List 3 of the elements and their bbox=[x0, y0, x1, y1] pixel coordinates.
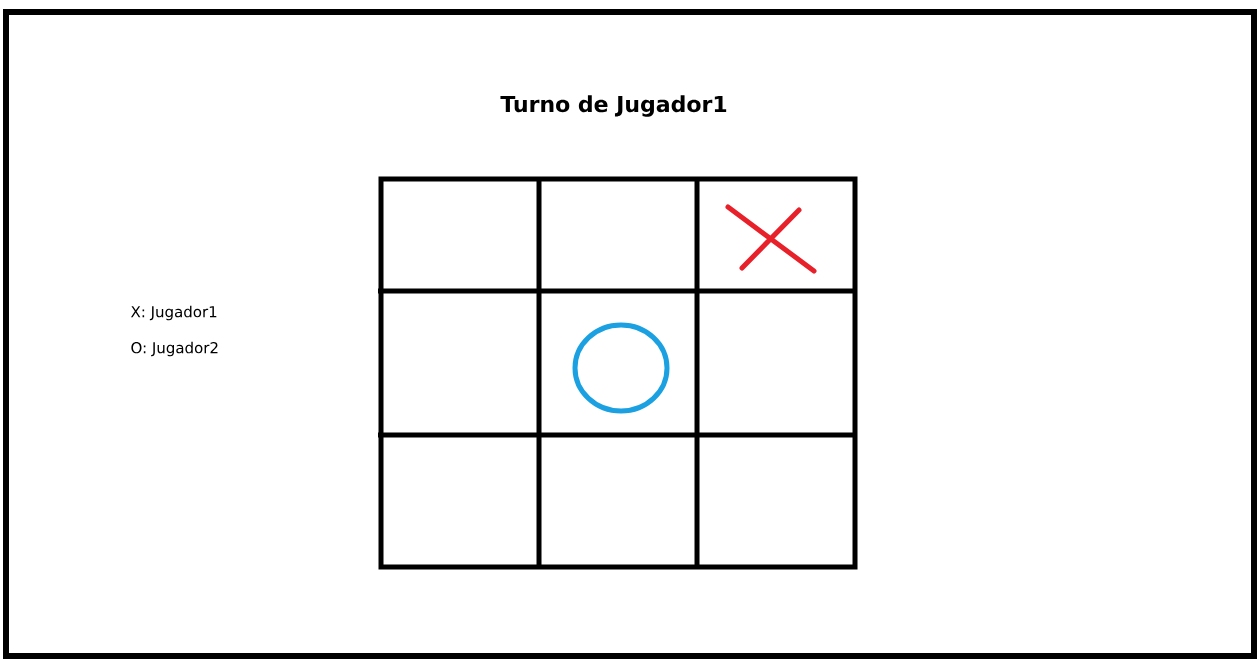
legend-text: O: Jugador2 bbox=[131, 341, 218, 357]
legend-text: X: Jugador1 bbox=[131, 305, 217, 321]
title: Turno de Jugador1 bbox=[500, 95, 727, 117]
